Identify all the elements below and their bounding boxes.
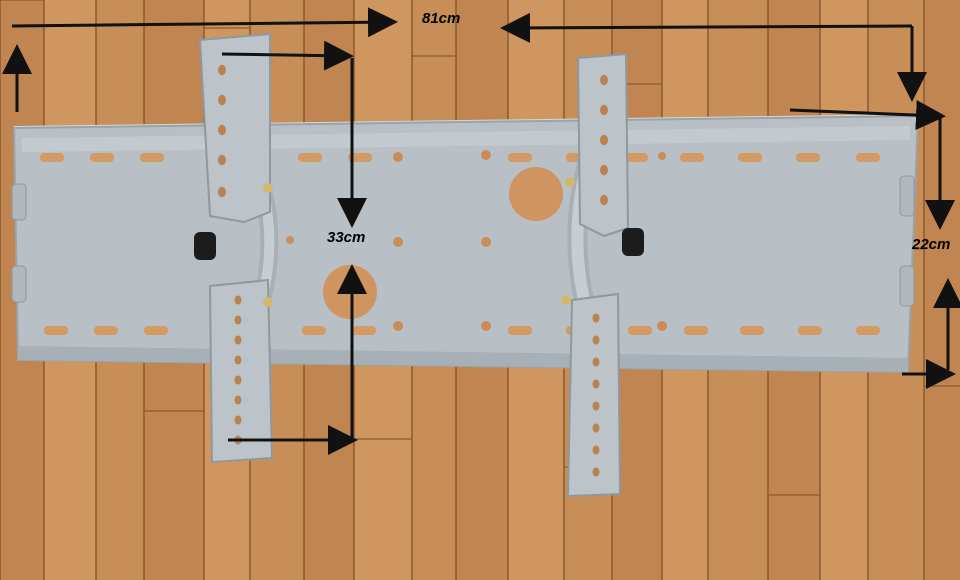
mounting-slot bbox=[798, 326, 822, 335]
arm-hole bbox=[218, 94, 226, 106]
mounting-slot bbox=[856, 326, 880, 335]
right-bracket-arm bbox=[561, 52, 644, 498]
mounting-slot bbox=[508, 153, 532, 162]
mounting-slot bbox=[352, 326, 376, 335]
mounting-slot bbox=[684, 326, 708, 335]
arm-hole bbox=[600, 104, 608, 116]
arm-hole bbox=[600, 194, 608, 206]
mounting-slot bbox=[90, 153, 114, 162]
arm-hole bbox=[234, 395, 242, 405]
mounting-slot bbox=[796, 153, 820, 162]
mounting-slot bbox=[140, 153, 164, 162]
mounting-slot bbox=[508, 326, 532, 335]
tilt-knob bbox=[194, 183, 273, 307]
plate-small-holes bbox=[286, 150, 667, 331]
arm-hole bbox=[592, 423, 600, 433]
arm-hole bbox=[218, 64, 226, 76]
tilt-knob-right bbox=[561, 177, 644, 305]
mounting-slot bbox=[680, 153, 704, 162]
mounting-slot bbox=[740, 326, 764, 335]
arm-hole bbox=[234, 335, 242, 345]
arm-hole bbox=[592, 379, 600, 389]
height-dimension-arrows bbox=[789, 100, 960, 389]
arm-hole bbox=[234, 375, 242, 385]
arm-hole bbox=[592, 335, 600, 345]
mounting-slot bbox=[298, 153, 322, 162]
arm-hole bbox=[592, 467, 600, 477]
mounting-slot bbox=[624, 153, 648, 162]
mounting-slot bbox=[856, 153, 880, 162]
arm-hole bbox=[600, 164, 608, 176]
arm-hole bbox=[218, 186, 226, 198]
arm-hole bbox=[600, 74, 608, 86]
left-bracket-arm bbox=[194, 32, 279, 464]
mounting-slot bbox=[44, 326, 68, 335]
mounting-slots-top bbox=[40, 153, 880, 162]
arm-hole bbox=[234, 355, 242, 365]
mounting-slot bbox=[144, 326, 168, 335]
mount-plate bbox=[11, 114, 920, 374]
arm-hole bbox=[592, 401, 600, 411]
arm-hole bbox=[234, 315, 242, 325]
arm-length-label: 33cm bbox=[327, 229, 366, 246]
width-label: 81cm bbox=[422, 10, 461, 27]
mounting-slot bbox=[348, 153, 372, 162]
mounting-slot bbox=[738, 153, 762, 162]
arm-hole bbox=[592, 313, 600, 323]
arm-hole bbox=[600, 134, 608, 146]
arm-hole bbox=[592, 357, 600, 367]
height-label: 22cm bbox=[912, 236, 951, 253]
mounting-slot bbox=[94, 326, 118, 335]
arm-dimension-arrows bbox=[221, 40, 367, 455]
mounting-slot bbox=[628, 326, 652, 335]
arm-hole bbox=[218, 154, 226, 166]
arm-hole bbox=[234, 295, 242, 305]
arm-hole bbox=[592, 445, 600, 455]
floor-plank bbox=[924, 0, 960, 580]
width-dimension-arrows bbox=[1, 7, 927, 112]
arm-hole bbox=[234, 415, 242, 425]
arm-hole bbox=[218, 124, 226, 136]
mounting-slot bbox=[302, 326, 326, 335]
mounting-slot bbox=[40, 153, 64, 162]
